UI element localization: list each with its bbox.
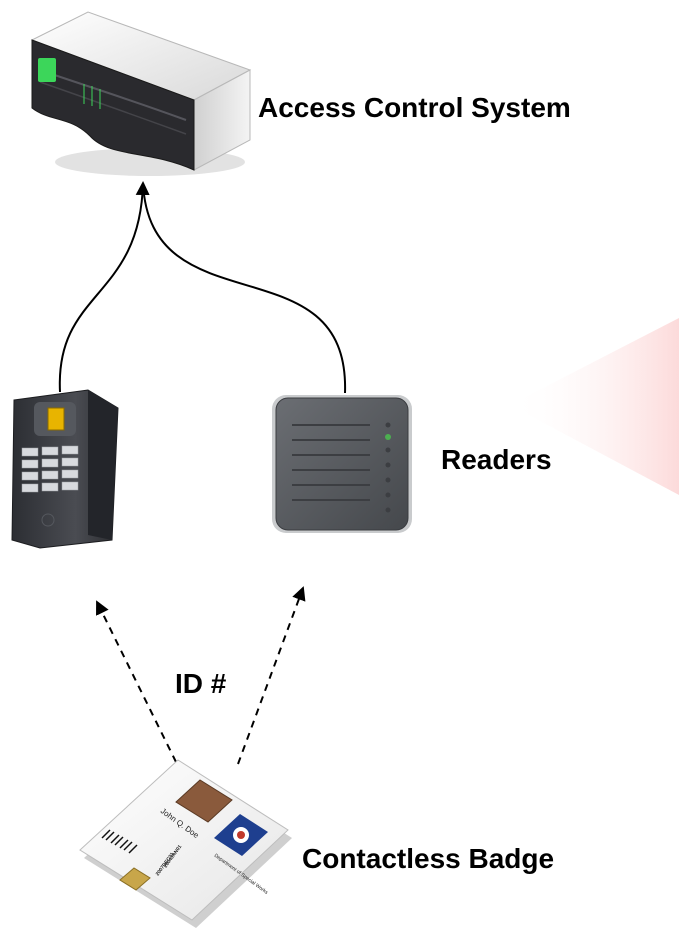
access-control-server-icon xyxy=(30,11,252,176)
id-number-label: ID # xyxy=(175,668,227,699)
fingerprint-keypad-reader-icon xyxy=(11,389,119,549)
badge-barcode xyxy=(101,829,138,854)
wire-proximity-to-server xyxy=(142,182,347,394)
badge-photo xyxy=(175,779,233,823)
signal-arrow-to-proximity xyxy=(237,586,306,765)
contactless-smart-card-icon: John Q. Doe Department of Special Works … xyxy=(79,759,292,928)
badge-chip xyxy=(119,867,151,891)
readers-label: Readers xyxy=(441,444,552,475)
fingerprint-sensor xyxy=(47,407,65,431)
server-led xyxy=(38,58,56,82)
background-wedge xyxy=(510,318,679,495)
contactless-badge-label: Contactless Badge xyxy=(302,843,555,874)
reader-led xyxy=(385,434,391,440)
proximity-card-reader-icon xyxy=(272,395,412,533)
signal-arrow-to-keypad xyxy=(96,600,177,763)
access-control-system-label: Access Control System xyxy=(258,92,571,123)
wire-keypad-to-server xyxy=(58,181,150,393)
